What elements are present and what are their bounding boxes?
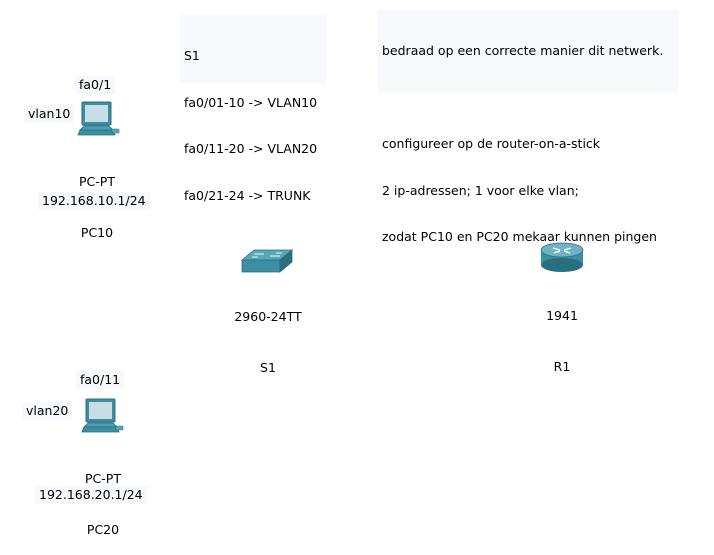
device-name: PC10 [80, 225, 114, 240]
note-line: configureer op de router-on-a-stick [382, 136, 601, 151]
note-line: S1 [184, 48, 200, 63]
note-line: zodat PC10 en PC20 mekaar kunnen pingen [382, 229, 657, 244]
switch-device-label: 2960-24TT S1 [223, 274, 313, 393]
note-line: fa0/21-24 -> TRUNK [184, 187, 311, 203]
switch-config-note: S1 fa0/01-10 -> VLAN10 fa0/11-20 -> VLAN… [180, 15, 326, 203]
pc10-port-label: fa0/1 [75, 76, 116, 94]
device-model: PC-PT [79, 174, 115, 189]
router-device-label: 1941 R1 [532, 273, 592, 392]
pc20-ip-label: 192.168.20.1/24 [35, 486, 147, 504]
device-model: 1941 [546, 308, 578, 323]
device-name: S1 [260, 360, 276, 375]
pc10-device-label: PC-PT PC10 [68, 139, 126, 258]
pc10-vlan-label: vlan10 [24, 105, 75, 123]
note-line: 2 ip-adressen; 1 voor elke vlan; [382, 182, 579, 198]
pc10-ip-label: 192.168.10.1/24 [38, 192, 150, 210]
note-line: fa0/11-20 -> VLAN20 [184, 141, 318, 156]
switch-icon[interactable] [240, 248, 294, 274]
pc-icon[interactable] [76, 101, 120, 139]
device-name: R1 [553, 359, 571, 374]
device-name: PC20 [86, 522, 120, 537]
note-line: fa0/01-10 -> VLAN10 [184, 94, 318, 110]
note-line [382, 90, 674, 106]
pc20-vlan-label: vlan20 [22, 402, 73, 420]
note-line: bedraad op een correcte manier dit netwe… [382, 43, 664, 58]
pc20-port-label: fa0/11 [76, 371, 125, 389]
device-model: PC-PT [85, 471, 121, 486]
pc-icon[interactable] [80, 398, 124, 436]
assignment-note: bedraad op een correcte manier dit netwe… [378, 10, 678, 244]
device-model: 2960-24TT [234, 309, 302, 324]
router-icon[interactable] [539, 240, 585, 274]
